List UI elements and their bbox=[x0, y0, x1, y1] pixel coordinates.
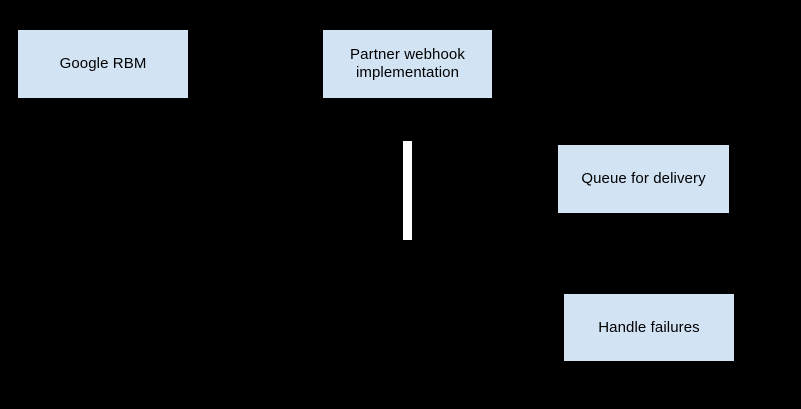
node-label: Queue for delivery bbox=[581, 170, 706, 187]
node-label: Partner webhook implementation bbox=[350, 46, 465, 81]
diagram-node-queue-for-delivery[interactable]: Queue for delivery bbox=[558, 145, 729, 213]
diagram-node-google-rbm[interactable]: Google RBM bbox=[18, 30, 188, 98]
diagram-node-handle-failures[interactable]: Handle failures bbox=[564, 294, 734, 361]
vertical-connector-bar bbox=[403, 141, 412, 240]
diagram-node-partner-webhook-implementation[interactable]: Partner webhook implementation bbox=[323, 30, 492, 98]
node-label: Google RBM bbox=[59, 55, 147, 72]
node-label: Handle failures bbox=[598, 318, 700, 336]
